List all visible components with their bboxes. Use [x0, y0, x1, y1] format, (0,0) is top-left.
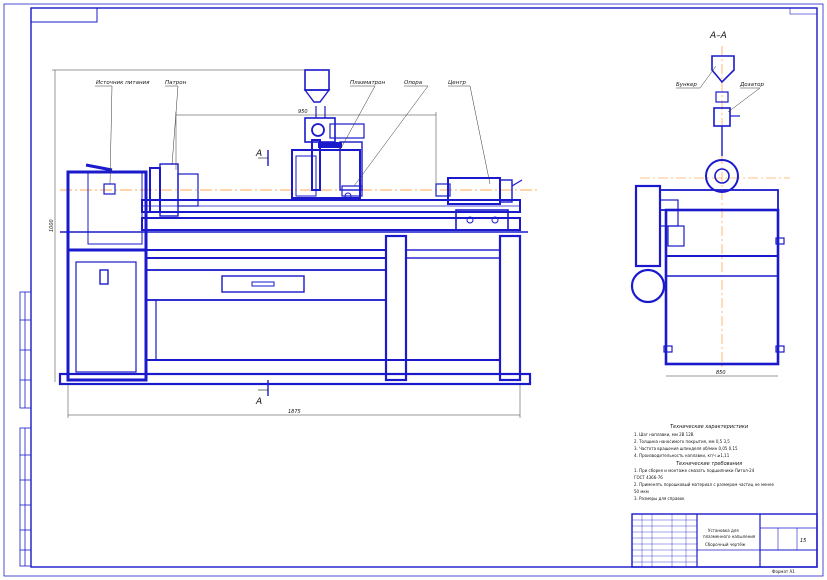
base-plinth	[58, 372, 532, 386]
title-name-line2: плазменного напыления	[703, 534, 756, 539]
dim-overall-length: 1875	[288, 409, 301, 415]
dim-between-centers: 950	[298, 109, 308, 115]
power-switch	[103, 183, 116, 195]
label-plasmatron: Плазматрон	[350, 80, 386, 86]
label-tailstock: Центр	[448, 80, 466, 86]
section-title: А–А	[709, 31, 727, 41]
drawer	[221, 275, 305, 293]
tech-line-1: 1. Шаг наплавки, мм 2В 12В	[634, 432, 694, 437]
label-chuck: Патрон	[165, 80, 187, 86]
outer-frame	[3, 3, 824, 577]
title-name-line3: Сборочный чертёж	[705, 542, 746, 547]
tech-line-3: 3. Частота вращения шпинделя об/мин 0,05…	[634, 446, 738, 451]
technical-notes: Технические характеристики 1. Шаг наплав…	[634, 424, 775, 501]
tech-line-2: 2. Толщина наносимого покрытия, мм 0,5 3…	[634, 439, 730, 444]
title-sheet-number: 15	[800, 538, 806, 544]
cabinet-door	[75, 261, 137, 373]
tech-line-4: 4. Производительность наплавки, кг/ч ≥1,…	[634, 453, 730, 458]
title-name-line1: Установка для	[708, 528, 739, 533]
req-line-3: 2. Применять порошковый материал с разме…	[634, 482, 775, 487]
section-mark-bottom: А	[255, 397, 262, 407]
dim-height: 1000	[49, 219, 55, 232]
top-right-stamp	[789, 7, 818, 15]
label-dosing: Дозатор	[739, 82, 765, 88]
req-line-5: 3. Размеры для справок	[634, 496, 685, 501]
label-support: Опора	[404, 80, 423, 86]
dim-section-width: 850	[716, 370, 726, 376]
req-line-4: 50 мкм	[634, 489, 649, 494]
hopper	[304, 69, 330, 91]
req-title: Технические требования	[676, 461, 742, 467]
req-line-1: 1. При сборке и монтаже смазать подшипни…	[634, 468, 755, 473]
tech-title: Технические характеристики	[670, 424, 749, 430]
top-left-stamp	[30, 7, 98, 23]
inner-frame	[30, 7, 818, 568]
left-margin-stamps	[19, 291, 32, 567]
section-body	[664, 208, 780, 366]
main-view: Источник питания Патрон Плазматрон Опора…	[49, 69, 540, 418]
label-power: Источник питания	[96, 80, 150, 86]
title-block	[631, 513, 818, 568]
section-mark-top: А	[255, 149, 262, 159]
section-view: А–А 850 Бункер Дозатор	[630, 31, 790, 377]
title-format: Формат А1	[772, 569, 795, 574]
plasmatron	[311, 139, 321, 191]
frame-right-leg	[384, 234, 408, 382]
carriage-base	[291, 149, 361, 199]
req-line-2: ГОСТ 4366-76	[634, 475, 663, 480]
label-hopper: Бункер	[676, 82, 697, 88]
